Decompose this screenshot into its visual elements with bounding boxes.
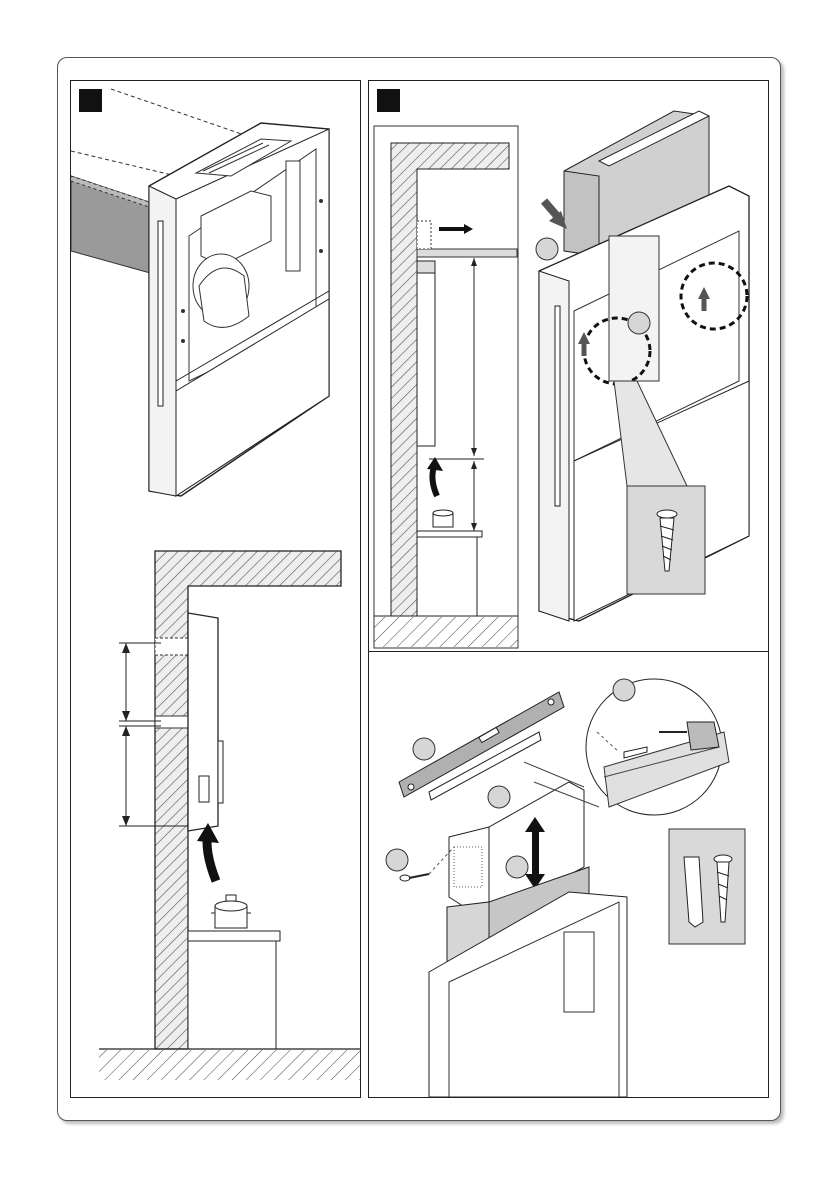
panel-left [70,80,361,1098]
hood-illustration [71,81,360,1097]
chimney-fixing-illustration [369,652,768,1097]
panel-right-bottom [368,651,769,1098]
panel-right-top [368,80,769,653]
mounting-illustration [369,81,768,652]
